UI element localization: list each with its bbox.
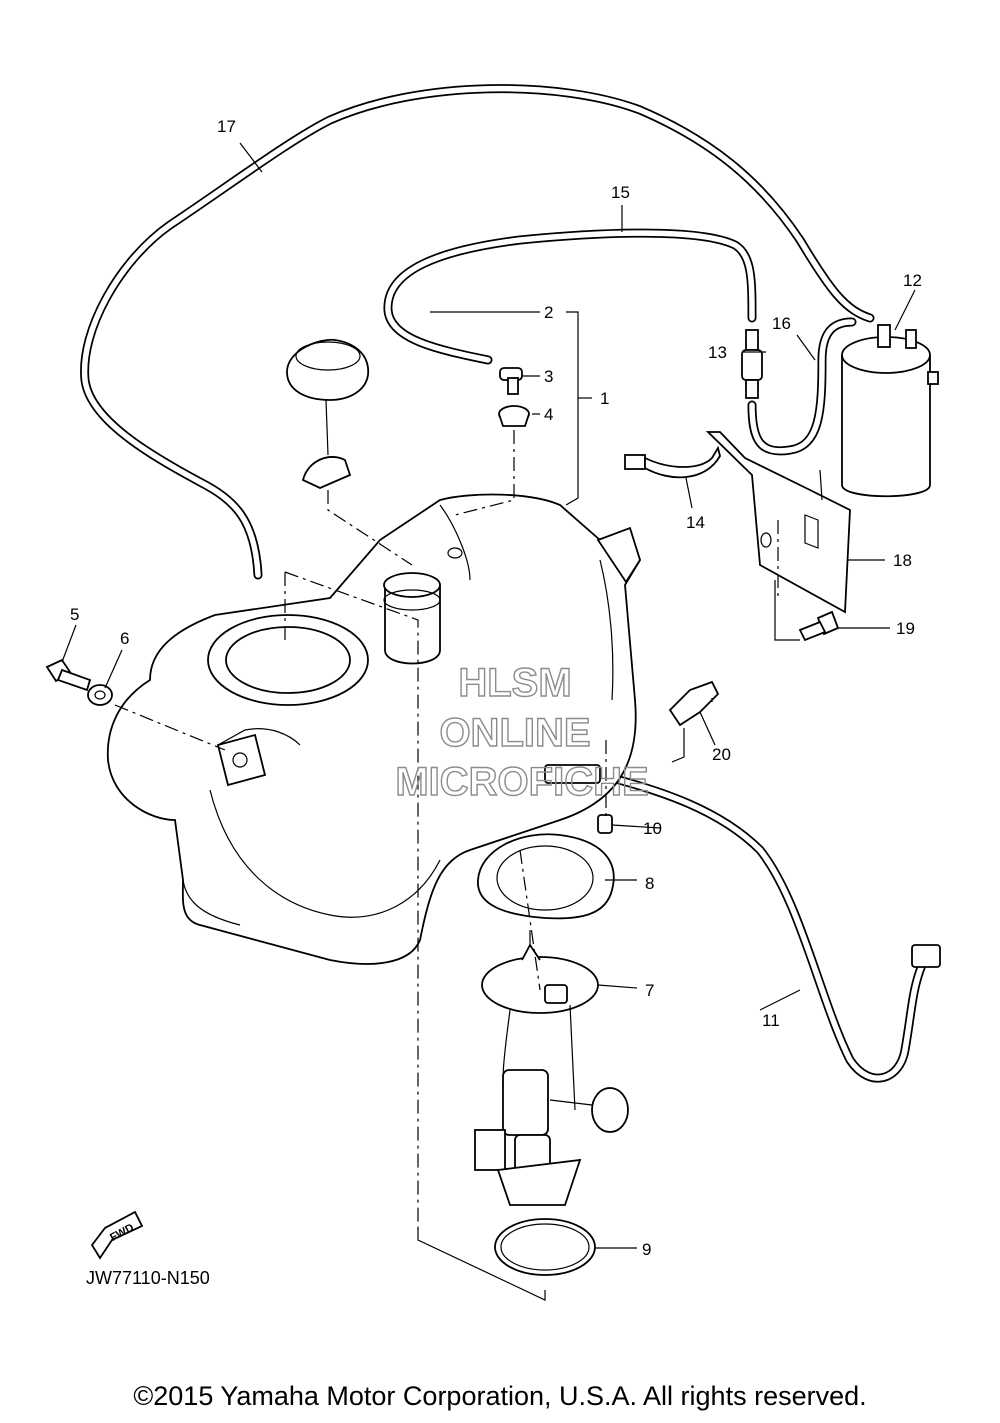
diagram-code: JW77110-N150 [86, 1268, 210, 1288]
callout-10: 10 [643, 819, 662, 838]
callout-labels: 1 2 3 4 5 6 7 8 9 10 11 12 13 14 15 16 1… [70, 117, 922, 1259]
band-14 [624, 445, 721, 479]
callout-20: 20 [712, 745, 731, 764]
canister-12 [841, 324, 939, 498]
callout-9: 9 [642, 1240, 651, 1259]
callout-3: 3 [544, 367, 553, 386]
breather-hose-17 [80, 84, 875, 580]
gasket-8 [477, 833, 615, 920]
callout-12: 12 [903, 271, 922, 290]
alignment-lines [114, 430, 779, 1230]
watermark-line-3: MICROFICHE [395, 760, 648, 804]
fwd-arrow-icon: FWD [90, 1210, 144, 1260]
watermark-line-2: ONLINE [439, 711, 590, 755]
copyright-notice: ©2015 Yamaha Motor Corporation, U.S.A. A… [133, 1381, 867, 1411]
callout-15: 15 [611, 183, 630, 202]
hose-connector-11 [544, 764, 941, 968]
watermark-line-1: HLSM [458, 661, 571, 705]
callout-8: 8 [645, 874, 654, 893]
watermark: HLSM ONLINE MICROFICHE [395, 660, 650, 804]
callout-16: 16 [772, 314, 791, 333]
callout-19: 19 [896, 619, 915, 638]
callout-17: 17 [217, 117, 236, 136]
callout-13: 13 [708, 343, 727, 362]
fuel-pump-7 [474, 930, 629, 1206]
callout-1: 1 [600, 389, 609, 408]
fitting-3 [499, 367, 523, 395]
grommet-4 [498, 405, 530, 427]
callout-6: 6 [120, 629, 129, 648]
clamp-20 [668, 680, 720, 727]
bolt-5 [45, 658, 92, 692]
callout-2: 2 [544, 303, 553, 322]
joint-13 [741, 329, 763, 399]
hose-16 [747, 317, 857, 456]
bolt-19 [798, 610, 840, 642]
callout-5: 5 [70, 605, 79, 624]
fuel-tank [106, 493, 641, 965]
hose-15 [383, 228, 757, 365]
o-ring-9 [494, 1218, 596, 1276]
bracket-18 [705, 431, 851, 614]
callout-18: 18 [893, 551, 912, 570]
collar-6 [87, 684, 113, 706]
callout-7: 7 [645, 981, 654, 1000]
leader-lines [61, 142, 916, 1301]
callout-4: 4 [544, 405, 553, 424]
fuel-hose-11 [595, 770, 927, 1083]
callout-14: 14 [686, 513, 705, 532]
callout-11: 11 [762, 1011, 780, 1030]
nut-10 [597, 814, 613, 834]
fuel-cap-2 [286, 338, 369, 489]
